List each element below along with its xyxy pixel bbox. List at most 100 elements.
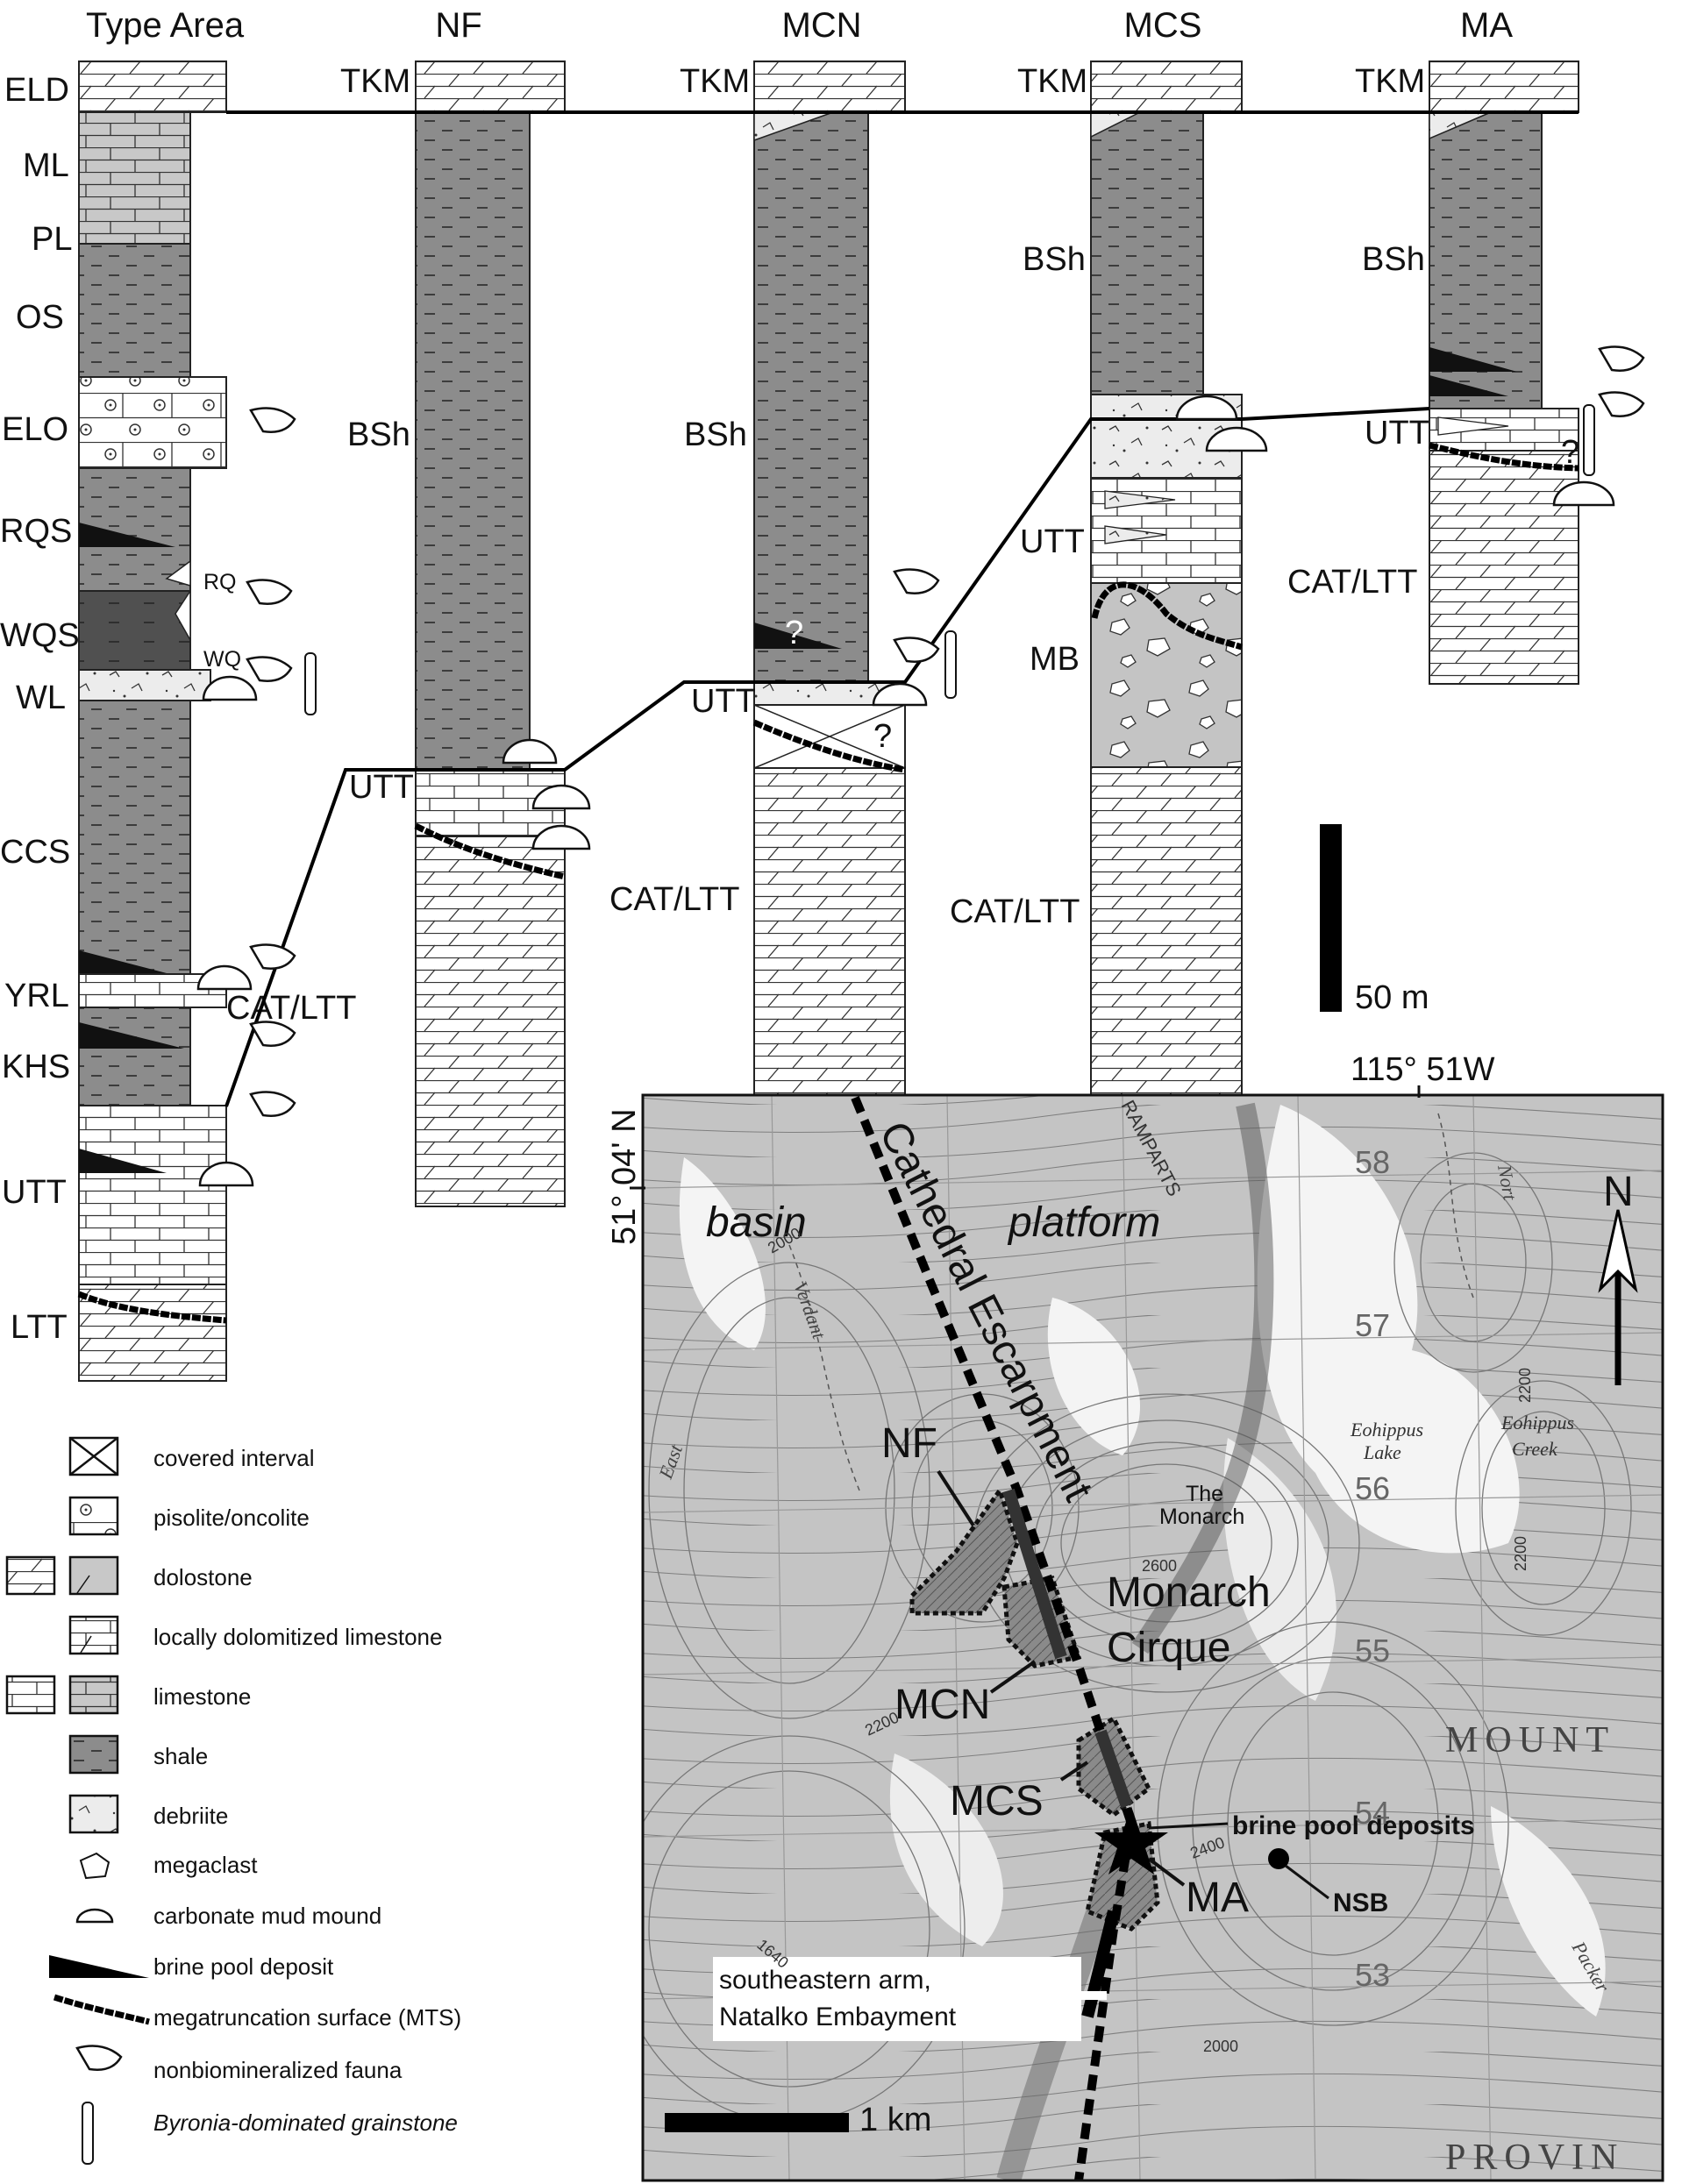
legend-swatch-pisolite	[68, 1496, 119, 1536]
map-locality-nf: NF	[881, 1420, 937, 1467]
mcs-unit-bsh: BSh	[1023, 241, 1086, 278]
legend	[5, 1436, 150, 2165]
legend-brine-icon	[49, 1955, 149, 1978]
map-label-nsb: NSB	[1333, 1889, 1388, 1917]
grid-number-53: 53	[1355, 1957, 1390, 1993]
type-area-column	[77, 60, 227, 1382]
unit-label-os: OS	[16, 299, 64, 336]
nf-column	[414, 60, 566, 1207]
map-locality-ma: MA	[1186, 1875, 1249, 1921]
map-label-eohippus-lake-2: Lake	[1363, 1441, 1401, 1463]
unit-label-utt: UTT	[2, 1174, 67, 1211]
contour-label: 2600	[1142, 1557, 1177, 1575]
unit-label-pl: PL	[32, 221, 72, 258]
unit-label-elo: ELO	[2, 411, 68, 448]
unit-label-yrl: YRL	[4, 978, 69, 1014]
column-heading-mcs: MCS	[1124, 6, 1202, 45]
map-label-provin: PROVIN	[1445, 2138, 1624, 2178]
nf-unit-bsh: BSh	[347, 416, 410, 453]
map-label-mount: MOUNT	[1445, 1720, 1615, 1761]
map-latitude: 51° 04' N	[606, 1108, 643, 1245]
ma-unit-utt: UTT	[1365, 415, 1429, 452]
unit-label-ccs: CCS	[0, 834, 70, 871]
mcn-unit-bsh: BSh	[684, 416, 747, 453]
mcn-unit-utt: UTT	[691, 683, 756, 720]
column-heading-mcn: MCN	[781, 6, 861, 45]
legend-fauna-icon	[75, 2045, 123, 2071]
map-scale-bar	[665, 2113, 849, 2132]
map-frame	[641, 1093, 1664, 2182]
unit-label-eld: ELD	[4, 72, 69, 109]
north-arrow-label: N	[1603, 1169, 1634, 1215]
mcn-unit-cat-ltt: CAT/LTT	[609, 881, 739, 918]
ma-column	[1429, 60, 1579, 685]
legend-swatch-limestone-white	[5, 1675, 56, 1715]
mcs-unit-cat-ltt: CAT/LTT	[950, 893, 1080, 930]
legend-swatch-limestone-gray	[68, 1675, 119, 1715]
map-label-eohippus-creek-2: Creek	[1512, 1438, 1558, 1460]
nf-unit-utt: UTT	[349, 769, 414, 806]
legend-label-local-dolo: locally dolomitized limestone	[153, 1624, 442, 1650]
legend-label-debriite: debriite	[153, 1803, 228, 1829]
legend-label-mound: carbonate mud mound	[153, 1903, 381, 1929]
legend-label-covered: covered interval	[153, 1445, 315, 1471]
map-label-arm-1: southeastern arm,	[719, 1966, 931, 1995]
mcs-unit-mb: MB	[1030, 641, 1080, 678]
ma-unit-tkm: TKM	[1355, 63, 1425, 100]
fauna-tag-wq: WQ	[203, 647, 241, 672]
legend-swatch-local-dolo	[68, 1615, 119, 1655]
grid-number-56: 56	[1355, 1470, 1390, 1506]
mcn-unit-tkm: TKM	[680, 63, 750, 100]
column-heading-ma: MA	[1460, 6, 1513, 45]
legend-label-limestone: limestone	[153, 1683, 251, 1710]
contour-label: 2200	[1516, 1368, 1534, 1403]
map-label-cirque: Cirque	[1107, 1625, 1230, 1671]
map-label-the-monarch: Monarch	[1159, 1505, 1244, 1529]
legend-megaclast-icon	[79, 1852, 110, 1880]
brine-pool-star-icon	[1094, 1806, 1168, 1875]
legend-swatch-covered	[68, 1436, 119, 1476]
legend-swatch-shale	[68, 1734, 119, 1775]
ma-unit-cat-ltt: CAT/LTT	[1287, 564, 1417, 601]
vertical-scale-label: 50 m	[1355, 979, 1429, 1016]
unit-label-wqs: WQS	[0, 617, 80, 654]
legend-swatch-debriite	[68, 1794, 119, 1834]
legend-label-pisolite: pisolite/oncolite	[153, 1505, 310, 1531]
legend-label-byronia: Byronia-dominated grainstone	[153, 2109, 458, 2136]
grid-number-58: 58	[1355, 1144, 1390, 1180]
mound-and-fauna-symbols	[196, 345, 1645, 1187]
map-label-monarch: Monarch	[1107, 1569, 1271, 1616]
map-label-basin: basin	[706, 1199, 807, 1246]
mcs-unit-utt: UTT	[1020, 523, 1085, 560]
grid-number-57: 57	[1355, 1307, 1390, 1343]
legend-swatch-dolostone-gray	[68, 1555, 119, 1596]
north-arrow-icon	[1598, 1209, 1638, 1385]
map-label-brine: brine pool deposits	[1232, 1811, 1475, 1840]
map-label-eohippus-creek-1: Eohippus	[1500, 1412, 1574, 1433]
nsb-dot-icon	[1268, 1848, 1289, 1869]
legend-label-fauna: nonbiomineralized fauna	[153, 2057, 403, 2083]
map-label-eohippus-lake-1: Eohippus	[1350, 1419, 1423, 1441]
legend-label-shale: shale	[153, 1743, 208, 1769]
map-label-arm-2: Natalko Embayment	[719, 2003, 957, 2031]
legend-mound-icon	[75, 1908, 114, 1924]
legend-label-brine: brine pool deposit	[153, 1953, 334, 1980]
mcn-query-mts: ?	[873, 718, 892, 755]
map-locality-mcs: MCS	[950, 1778, 1044, 1825]
column-heading-type-area: Type Area	[86, 6, 245, 45]
vertical-scale-bar	[1320, 824, 1342, 1012]
map-scale-label: 1 km	[859, 2102, 931, 2138]
legend-label-dolostone: dolostone	[153, 1564, 253, 1590]
legend-swatch-dolostone-white	[5, 1555, 56, 1596]
grid-number-54: 54	[1355, 1795, 1390, 1831]
ma-query-mts: ?	[1561, 434, 1579, 471]
column-heading-nf: NF	[435, 6, 481, 45]
legend-mts-icon	[53, 1994, 150, 2025]
fauna-tag-rq: RQ	[203, 570, 237, 594]
mcs-unit-tkm: TKM	[1017, 63, 1087, 100]
grid-number-55: 55	[1355, 1633, 1390, 1668]
map-longitude: 115° 51W	[1351, 1051, 1495, 1088]
unit-label-khs: KHS	[2, 1049, 70, 1085]
map-label-the: The	[1186, 1482, 1223, 1506]
